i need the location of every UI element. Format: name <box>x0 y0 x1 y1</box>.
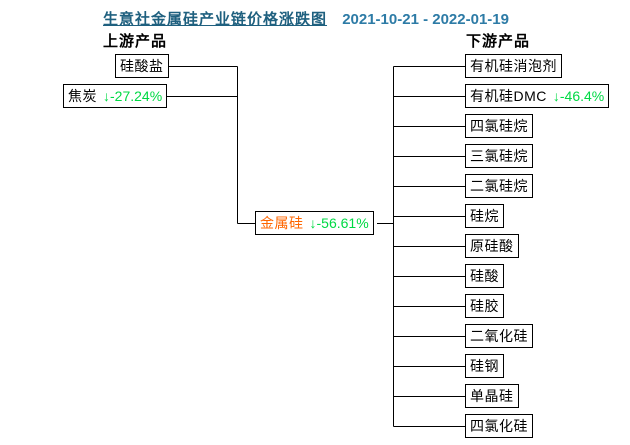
node-label: 有机硅消泡剂 <box>470 58 557 74</box>
page-title[interactable]: 生意社金属硅产业链价格涨跌图 2021-10-21 - 2022-01-19 <box>103 8 509 29</box>
downstream-node-12: 单晶硅 <box>465 384 519 408</box>
node-label: 二氯硅烷 <box>470 178 528 194</box>
node-label: 四氯硅烷 <box>470 118 528 134</box>
node-label: 有机硅DMC <box>470 88 547 104</box>
downstream-node-5: 二氯硅烷 <box>465 174 533 198</box>
node-label: 硅钢 <box>470 358 499 374</box>
downstream-node-13: 四氯化硅 <box>465 414 533 438</box>
node-label: 焦炭 <box>68 88 97 104</box>
node-label: 三氯硅烷 <box>470 148 528 164</box>
node-label: 硅胶 <box>470 298 499 314</box>
downstream-node-4: 三氯硅烷 <box>465 144 533 168</box>
title-link[interactable]: 生意社金属硅产业链价格涨跌图 <box>103 11 328 28</box>
downstream-node-7: 原硅酸 <box>465 234 519 258</box>
upstream-node-coke: 焦炭 ↓-27.24% <box>63 84 168 108</box>
change-badge: ↓-46.4% <box>552 88 605 104</box>
downstream-node-2: 有机硅DMC ↓-46.4% <box>465 84 610 108</box>
center-node-metal-silicon: 金属硅 ↓-56.61% <box>255 211 374 235</box>
downstream-node-11: 硅钢 <box>465 354 504 378</box>
title-date-range: 2021-10-21 - 2022-01-19 <box>342 11 509 28</box>
node-label: 硅酸 <box>470 268 499 284</box>
downstream-node-3: 四氯硅烷 <box>465 114 533 138</box>
node-label: 二氧化硅 <box>470 328 528 344</box>
downstream-node-8: 硅酸 <box>465 264 504 288</box>
downstream-node-9: 硅胶 <box>465 294 504 318</box>
upstream-section-label: 上游产品 <box>103 33 168 50</box>
change-badge: ↓-56.61% <box>309 215 369 231</box>
node-label: 硅烷 <box>470 208 499 224</box>
node-label: 单晶硅 <box>470 388 514 404</box>
downstream-section-label: 下游产品 <box>466 33 531 50</box>
downstream-node-1: 有机硅消泡剂 <box>465 54 562 78</box>
downstream-node-10: 二氧化硅 <box>465 324 533 348</box>
node-label: 原硅酸 <box>470 238 514 254</box>
downstream-node-6: 硅烷 <box>465 204 504 228</box>
upstream-node-silicate: 硅酸盐 <box>115 54 169 78</box>
node-label: 硅酸盐 <box>120 58 164 74</box>
node-label: 四氯化硅 <box>470 418 528 434</box>
node-label: 金属硅 <box>260 215 304 231</box>
change-badge: ↓-27.24% <box>103 88 163 104</box>
